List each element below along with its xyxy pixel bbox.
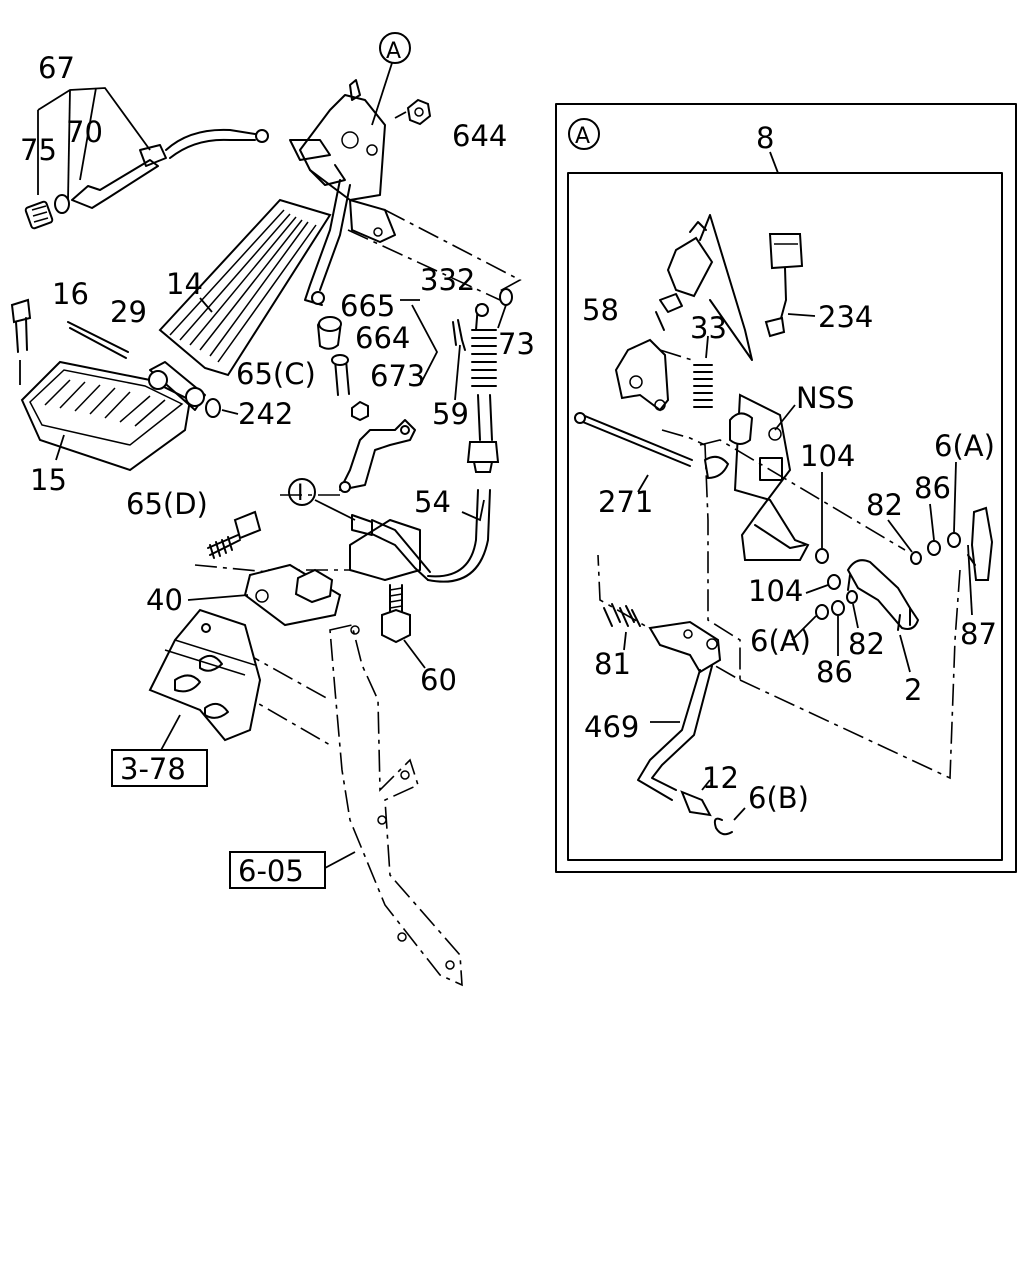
callout-469: 469: [584, 710, 639, 744]
callout-15: 15: [30, 463, 67, 497]
lower-cable: [288, 478, 491, 583]
callout-104-upper: 104: [800, 439, 855, 473]
callout-nss: NSS: [796, 381, 855, 415]
callout-8: 8: [756, 121, 774, 155]
callout-29: 29: [110, 295, 147, 329]
callout-82-lower: 82: [848, 627, 885, 661]
detail-a-panel: A 8: [555, 103, 1017, 873]
callout-644: 644: [452, 119, 507, 153]
callout-82-upper: 82: [866, 488, 903, 522]
callout-40: 40: [146, 583, 183, 617]
reference-6-05[interactable]: 6-05: [229, 851, 326, 889]
pedal-pad: [158, 198, 332, 377]
callout-70: 70: [66, 115, 103, 149]
bracket-3-78: [148, 608, 262, 753]
callout-6-05: 6-05: [238, 854, 304, 888]
callout-234: 234: [818, 300, 873, 334]
callout-67: 67: [38, 51, 75, 85]
callout-75: 75: [20, 133, 57, 167]
callout-73: 73: [498, 327, 535, 361]
spring-cable: [452, 288, 513, 473]
callout-6b: 6(B): [748, 781, 809, 815]
callout-86-lower: 86: [816, 655, 853, 689]
callout-14: 14: [166, 267, 203, 301]
callout-87: 87: [960, 617, 997, 651]
callout-664: 664: [355, 321, 410, 355]
main-callouts: 67 70 75 A 644 14 16 29 15 242 665 332 7…: [20, 39, 535, 697]
detail-a-marker: A: [575, 124, 590, 149]
callout-3-78: 3-78: [120, 752, 186, 786]
callout-12: 12: [702, 761, 739, 795]
callout-i-marker: I: [297, 481, 304, 506]
callout-58: 58: [582, 293, 619, 327]
callout-2: 2: [904, 673, 922, 707]
reference-3-78[interactable]: 3-78: [111, 749, 208, 787]
callout-54: 54: [414, 485, 451, 519]
pin-and-bracket-group: [316, 304, 439, 493]
main-leaders: [55, 297, 507, 669]
callout-271: 271: [598, 485, 653, 519]
callout-673: 673: [370, 359, 425, 393]
callout-60: 60: [420, 663, 457, 697]
bolt-60: [381, 584, 411, 644]
bracket-40-group: [207, 510, 342, 627]
callout-33: 33: [690, 311, 727, 345]
callout-16: 16: [52, 277, 89, 311]
pedal-bracket-upper: [289, 32, 432, 306]
callout-665: 665: [340, 289, 395, 323]
callout-86-upper: 86: [914, 471, 951, 505]
callout-242: 242: [238, 397, 293, 431]
callout-104-lower: 104: [748, 574, 803, 608]
cable-assembly: [24, 87, 269, 230]
pedal-base: [10, 298, 221, 472]
callout-65d: 65(D): [126, 487, 208, 521]
callout-81: 81: [594, 647, 631, 681]
callout-59: 59: [432, 397, 469, 431]
callout-a-marker: A: [386, 39, 401, 64]
bracket-6-05: [324, 624, 463, 987]
callout-6a-upper: 6(A): [934, 429, 995, 463]
callout-6a-lower: 6(A): [750, 624, 811, 658]
callout-332: 332: [420, 263, 475, 297]
callout-65c: 65(C): [236, 357, 316, 391]
